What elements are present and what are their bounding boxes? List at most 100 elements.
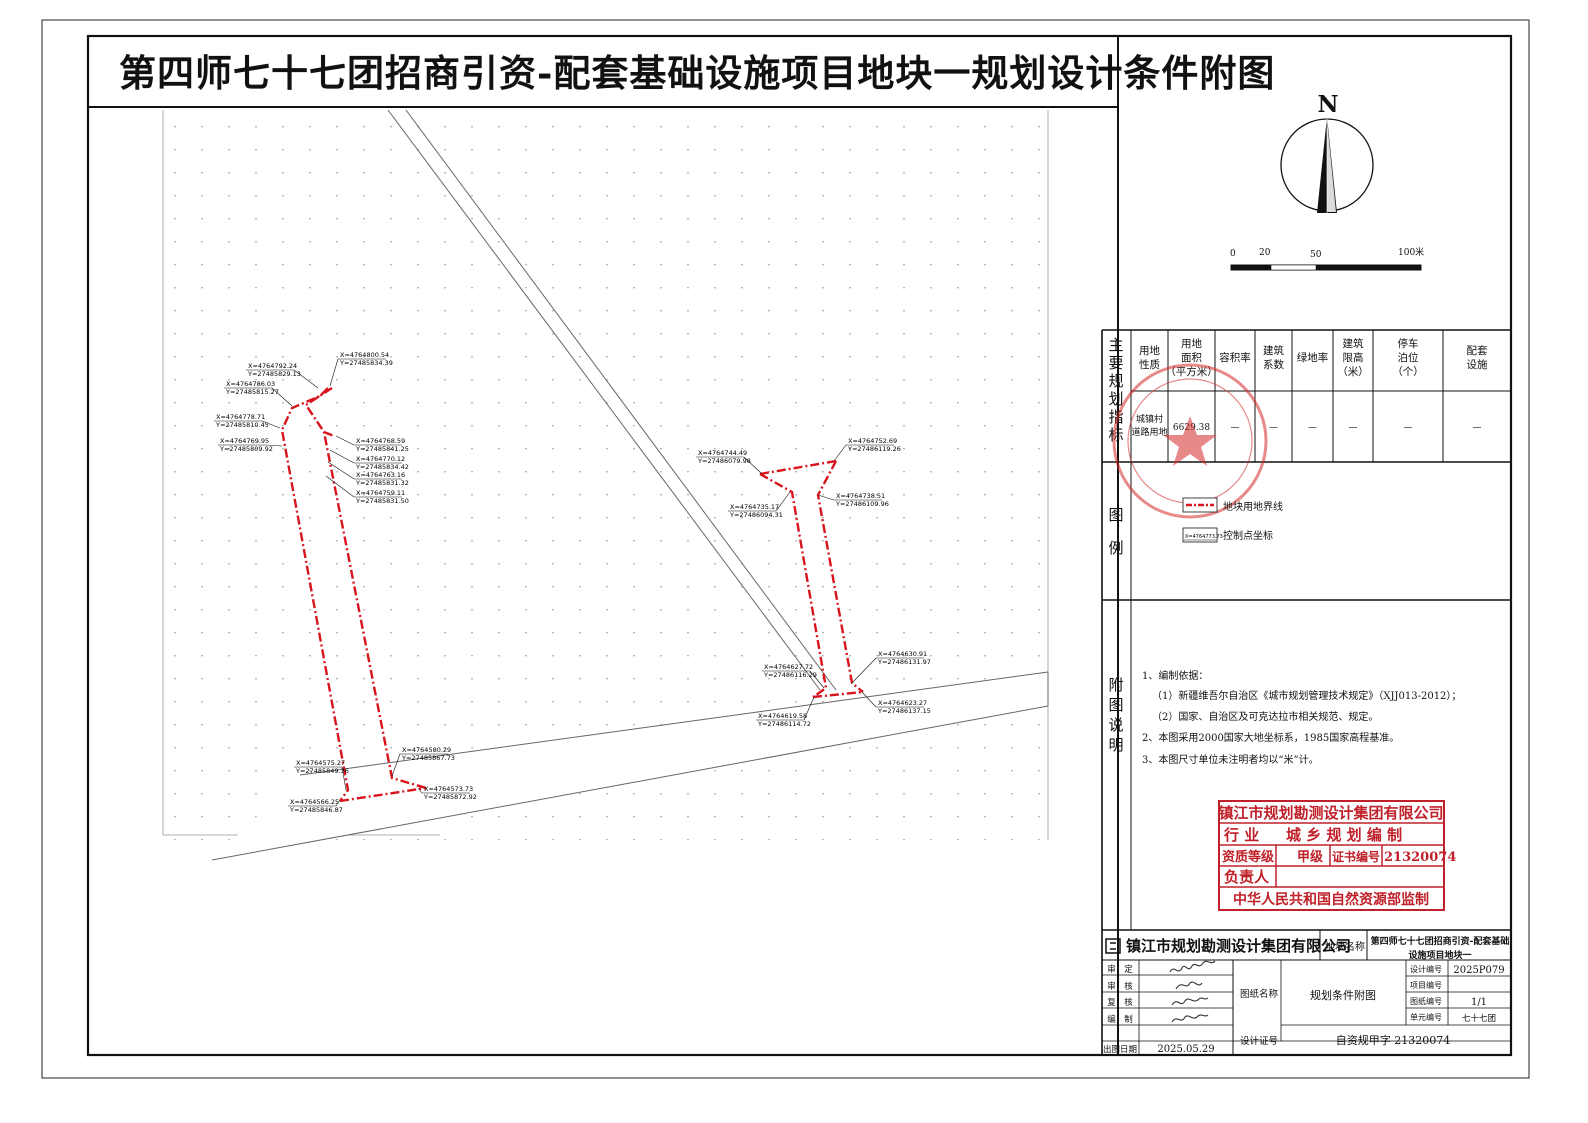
coordinate-label: X=4764763.16Y=27485831.32 [327,461,409,487]
north-label: N [1317,91,1338,118]
coordinate-x: X=4764566.25 [290,798,339,806]
note-line: （2）国家、自治区及可克达拉市相关规范、规定。 [1152,710,1378,723]
legend-coord-sample: X=4764773.73 [1185,534,1223,540]
coordinate-x: X=4764630.91 [878,650,927,658]
coordinate-label: X=4764619.58Y=27486114.72 [756,696,815,728]
coordinate-label: X=4764627.72Y=27486116.29 [762,663,825,689]
coordinate-label: X=4764786.03Y=27485815.27 [224,380,293,407]
coordinate-x: X=4764623.27 [878,699,927,707]
coordinate-x: X=4764738.51 [836,492,885,500]
coordinate-x: X=4764573.73 [424,785,473,793]
coordinate-y: Y=27485831.50 [355,497,409,505]
coordinate-y: Y=27486131.97 [877,658,931,666]
tb-site-value-line2: 设施项目地块一 [1408,949,1471,961]
title-block: 镇江市规划勘测设计集团有限公司 地块名称 第四师七十七团招商引资-配套基础设施项… [1102,930,1511,1055]
coordinate-label: X=4764769.95Y=27485809.92 [218,437,283,453]
coordinate-x: X=4764619.58 [758,712,807,720]
coordinate-y: Y=27485867.73 [401,754,455,762]
coordinate-label: X=4764752.69Y=27486119.26 [833,437,901,462]
coordinate-label: X=4764744.49Y=27486079.98 [696,449,763,475]
qualification-stamp: 镇江市规划勘测设计集团有限公司 行 业 城 乡 规 划 编 制 资质等级 甲级 … [1218,800,1456,911]
stamp-cert-label: 证书编号 [1332,849,1380,864]
tb-license: 自资规甲字 21320074 [1336,1033,1451,1047]
diagonal-road-edge [387,109,821,691]
legend-label-boundary: 地块用地界线 [1223,500,1283,513]
coordinate-y: Y=27485831.32 [355,479,409,487]
note-line: 1、编制依据： [1142,669,1208,682]
indicator-header: 绿地率 [1297,351,1329,364]
indicator-value: — [1269,423,1278,433]
indicators-section-label-char: 划 [1108,390,1123,408]
notes-section-label-char: 说 [1108,716,1123,734]
tb-unit-no-label: 单元编号 [1410,1012,1442,1022]
tb-project-no-label: 项目编号 [1410,980,1442,990]
coordinate-x: X=4764759.11 [356,489,405,497]
coordinate-label: X=4764768.59Y=27485841.25 [335,435,409,453]
coordinate-y: Y=27485834.39 [339,359,393,367]
coordinate-y: Y=27485815.27 [225,388,279,396]
coordinate-label: X=4764770.12Y=27485834.42 [329,449,409,471]
tb-design-no-label: 设计编号 [1410,964,1442,974]
indicator-value: — [1308,423,1317,433]
indicator-value: — [1404,423,1413,433]
title-block-role: 审 定 [1107,964,1133,975]
map-hatch-area [163,110,1050,840]
coordinate-y: Y=27485849.36 [295,767,349,775]
coordinate-label: X=4764759.11Y=27485831.50 [325,475,409,505]
legend-section-label-char: 图 [1108,506,1123,524]
indicators-section-label-char: 规 [1108,372,1123,390]
title-block-role: 编 制 [1107,1014,1133,1025]
inner-frame [86,34,1513,1057]
coordinate-x: X=4764627.72 [764,663,813,671]
coordinate-y: Y=27485810.45 [215,421,269,429]
indicator-value: — [1473,423,1482,433]
note-line: 2、本图采用2000国家大地坐标系，1985国家高程基准。 [1142,731,1399,744]
tb-drawing-name: 规划条件附图 [1310,988,1376,1002]
scale-label-0: 0 [1230,249,1236,259]
tb-site-value-line1: 第四师七十七团招商引资-配套基础 [1371,935,1510,947]
note-line: （1）新疆维吾尔自治区《城市规划管理技术规定》（XJJ013-2012）； [1152,689,1461,702]
coordinate-x: X=4764800.54 [340,351,389,359]
parcel-boundary-right [759,459,864,699]
indicator-header: 容积率 [1219,351,1251,364]
title-block-role: 复 核 [1107,997,1133,1008]
indicator-header: 停车泊位（个） [1392,337,1424,378]
north-arrow: N [1280,91,1374,213]
notes-section-label-char: 明 [1108,736,1123,754]
stamp-grade-label: 资质等级 [1222,849,1275,865]
tb-drawing-name-label: 图纸名称 [1240,988,1279,1000]
scale-bar: 0 20 50 100米 [1230,246,1424,271]
signatures [1169,960,1216,1023]
indicator-value: — [1349,423,1358,433]
tb-company: 镇江市规划勘测设计集团有限公司 [1126,937,1351,955]
stamp-company: 镇江市规划勘测设计集团有限公司 [1218,804,1443,822]
coordinate-x: X=4764580.29 [402,746,451,754]
coordinate-x: X=4764769.95 [220,437,269,445]
main-road-edge [211,705,1049,861]
indicator-value: 城镇村道路用地 [1131,413,1167,438]
coordinate-y: Y=27485809.92 [219,445,273,453]
coordinate-y: Y=27485834.42 [355,463,409,471]
legend-coord-swatch [1182,527,1218,543]
title-block-role: 审 核 [1107,981,1133,992]
stamp-supervisor: 中华人民共和国自然资源部监制 [1233,891,1429,908]
indicators-section-label-char: 要 [1108,354,1123,372]
coordinate-x: X=4764763.16 [356,471,405,479]
indicator-header: 用地性质 [1139,344,1161,371]
parcel-boundary-left [280,386,427,803]
legend: 图例 地块用地界线 X=4764773.73 控制点坐标 [1108,497,1283,557]
coordinate-label: X=4764778.71Y=27485810.45 [214,413,281,429]
coordinate-y: Y=27486109.96 [835,500,889,508]
tb-site-value: 第四师七十七团招商引资-配套基础设施项目地块一 [1371,935,1510,961]
coordinate-label: X=4764573.73Y=27485872.92 [417,785,477,801]
company-logo-icon [1105,938,1121,954]
coordinate-x: X=4764575.27 [296,759,345,767]
coordinate-y: Y=27485841.25 [355,445,409,453]
coordinate-y: Y=27485829.13 [247,370,301,378]
scale-label-100: 100米 [1398,246,1424,258]
scale-label-50: 50 [1310,250,1322,260]
stamp-industry-label: 行 业 [1223,826,1259,844]
drawing-title: 第四师七十七团招商引资-配套基础设施项目地块一规划设计条件附图 [119,51,1275,95]
tb-site-label: 地块名称 [1325,940,1365,953]
